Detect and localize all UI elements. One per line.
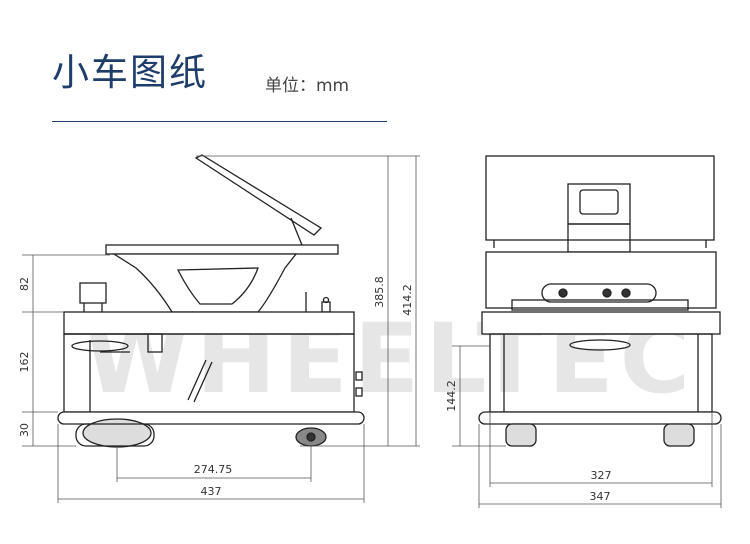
side-upper-chassis: [63, 311, 355, 335]
page-title: 小车图纸: [52, 51, 208, 94]
front-base-rail: [478, 411, 722, 425]
dim-height-top: 385.8: [373, 276, 386, 308]
dim-height-total: 414.2: [401, 284, 414, 316]
dim-track: 327: [591, 469, 612, 482]
front-wheel-left: [505, 423, 537, 447]
front-view-drawing: [478, 155, 722, 447]
side-lid: [194, 154, 323, 236]
side-view-dimensions: [22, 155, 420, 503]
front-view-dimensions: [452, 345, 722, 508]
front-wheel-right: [663, 423, 695, 447]
side-rear-wheel: [82, 418, 152, 448]
title-underline: [52, 121, 387, 122]
front-screen: [485, 155, 715, 241]
side-top-plate: [105, 244, 339, 255]
dim-top-plate: 82: [18, 277, 31, 291]
unit-label: 单位：mm: [265, 76, 350, 96]
dim-wheelbase: 274.75: [194, 463, 233, 476]
front-camera: [541, 283, 657, 303]
dim-width: 347: [590, 490, 611, 503]
dim-body: 162: [18, 352, 31, 373]
side-view-drawing: [57, 154, 365, 448]
dim-mid-height: 144.2: [445, 380, 458, 412]
dim-wheel: 30: [18, 423, 31, 437]
dim-length: 437: [201, 485, 222, 498]
front-upper-chassis: [481, 311, 721, 335]
